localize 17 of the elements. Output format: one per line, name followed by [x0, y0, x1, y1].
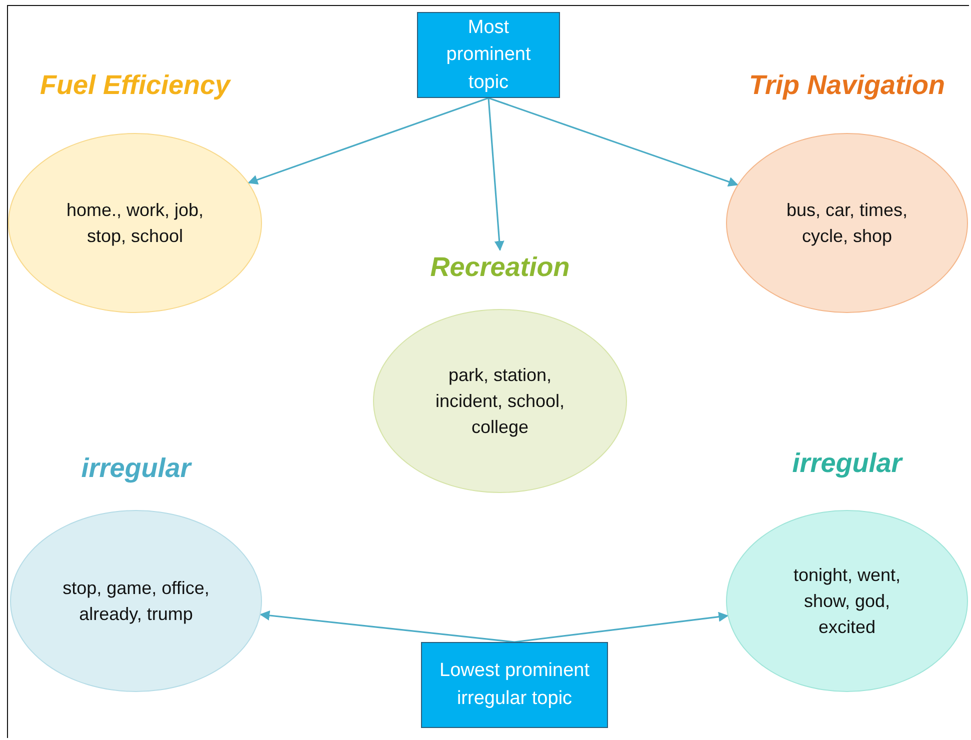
topic-heading: Fuel Efficiency — [38, 70, 232, 101]
arrow — [488, 97, 738, 187]
arrow — [260, 610, 515, 643]
keyword-ellipse: stop, game, office, already, trump — [10, 510, 262, 692]
topic-heading: Trip Navigation — [748, 70, 946, 101]
arrow — [248, 97, 489, 185]
topic-heading: irregular — [791, 448, 904, 479]
arrow — [514, 612, 729, 643]
topic-heading: Recreation — [429, 252, 571, 283]
keyword-ellipse: home., work, job, stop, school — [8, 133, 262, 313]
arrow — [488, 98, 504, 251]
keyword-ellipse: bus, car, times, cycle, shop — [726, 133, 968, 313]
topic-box: Most prominent topic — [417, 12, 560, 98]
topic-box: Lowest prominent irregular topic — [421, 642, 608, 728]
topic-heading: irregular — [80, 453, 193, 484]
keyword-ellipse: park, station, incident, school, college — [373, 309, 627, 493]
keyword-ellipse: tonight, went, show, god, excited — [726, 510, 968, 692]
